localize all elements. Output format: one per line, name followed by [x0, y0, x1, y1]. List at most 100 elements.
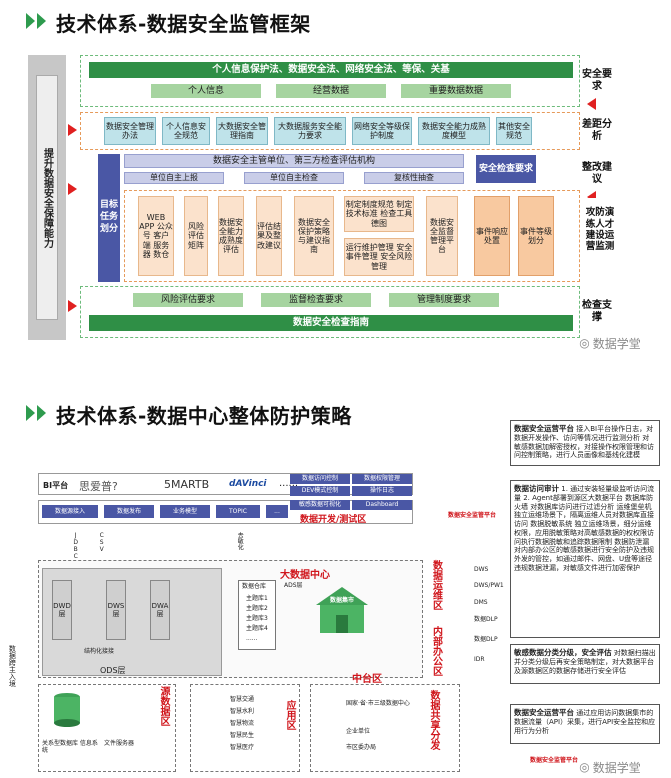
standards-tools: 制定制度规范 制定技术标准 检查工具德图 — [344, 196, 414, 232]
protection-strategy: 数据安全保护策略与建议指南 — [294, 196, 334, 276]
laws-banner: 个人信息保护法、数据安全法、网络安全法、等保、关基 — [89, 62, 573, 78]
supervision-platform: 数据安全监督管理平台 — [426, 196, 458, 276]
theme-more: ...... — [246, 635, 258, 642]
ops-management: 运行维护管理 安全事件管理 安全风险管理 — [344, 238, 414, 276]
check-self-report: 单位自主上报 — [124, 172, 224, 184]
dev-publish: 数据发布 — [104, 505, 154, 518]
share-zone-label: 数据共享分发 — [428, 690, 439, 750]
theme-4: 主题库4 — [246, 625, 268, 632]
middle-zone-label: 中台区 — [352, 674, 382, 685]
dev-zone-label: 数据开发/测试区 — [300, 515, 367, 525]
req-personal-info: 个人信息 — [151, 84, 261, 98]
share-bureau: 市区委办局 — [346, 744, 377, 751]
std-level-protection: 网络安全等级保护制度 — [352, 117, 412, 145]
watermark-top: ◎数据学堂 — [579, 336, 641, 351]
security-check-requirements: 安全检查要求 — [476, 155, 536, 183]
app-traffic: 智慧交通 — [230, 696, 255, 703]
datacenter-label: 大数据中心 — [280, 570, 330, 581]
tag-operation-log: 操作日志 — [352, 486, 412, 496]
bi-brand-2: 5MARTB — [164, 478, 210, 491]
target-task-division: 目标任务划分 — [98, 154, 120, 282]
tag-dev-mode: DEV模式控制 — [290, 486, 350, 496]
dev-topic: TOPIC — [216, 505, 260, 518]
risk-assessment-matrix: 风险评估矩阵 — [184, 196, 208, 276]
tag-access-control: 数据访问控制 — [290, 474, 350, 484]
note-classification: 敏感数据分类分级，安全评估 对数据扫描出并分类分级后再安全策略制定，对大数据平台… — [510, 644, 660, 684]
server-6: IDR — [474, 656, 485, 663]
std-others: 其他安全规范 — [496, 117, 532, 145]
std-bigdata-service: 大数据服务安全能力要求 — [274, 117, 346, 145]
tag-offense-defense: 攻防演练人才建设运营监测 — [582, 198, 618, 262]
layer-dwd: DWD层 — [52, 580, 72, 640]
platform-label-2: 数据安全监管平台 — [530, 757, 579, 764]
server-5: 数据DLP — [474, 636, 498, 643]
incident-grading: 事件等级划分 — [518, 196, 554, 276]
std-maturity-model: 数据安全能力成熟度模型 — [418, 117, 490, 145]
req-supervision: 监督检查要求 — [261, 293, 371, 307]
assessment-results: 评估结果及整改建议 — [256, 196, 282, 276]
note-ops-platform: 数据安全运营平台 接入BI平台操作日志，对数据开发操作、访问等情况进行监测分析 … — [510, 420, 660, 466]
std-personal-info: 个人信息安全规范 — [162, 117, 210, 145]
database-icon — [48, 690, 86, 730]
tag-security-requirements: 安全要求 — [582, 65, 612, 97]
incident-response: 事件响应处置 — [474, 196, 510, 276]
audit-organizations: 数据安全主管单位、第三方检查评估机构 — [124, 154, 464, 168]
chevron-right-icon — [26, 13, 35, 29]
std-data-security-mgmt: 数据安全管理办法 — [104, 117, 156, 145]
row-security-requirements: 个人信息保护法、数据安全法、网络安全法、等保、关基 个人信息 经营数据 重要数据… — [80, 55, 580, 107]
ads-label: ADS层 — [284, 582, 303, 589]
chevron-right-icon — [26, 405, 35, 421]
cross-border-label: 数据跨主入境 — [8, 645, 17, 687]
theme-2: 主题库2 — [246, 605, 268, 612]
note-api-monitor: 数据安全运营平台 通过应用访问数据集市的数据流量（API）采集，进行API安全监… — [510, 704, 660, 744]
tag-rectification: 整改建议 — [582, 158, 612, 190]
req-important-data: 重要数据数据 — [401, 84, 511, 98]
market-label: 数据集市 — [330, 597, 355, 604]
tag-sensitive-vis: 敏感数据可视化 — [290, 500, 350, 510]
bi-brand-4: ...... — [279, 478, 299, 489]
page-title-bottom: 技术体系-数据中心整体防护策略 — [56, 404, 352, 428]
tag-permission-mgmt: 数据权限管理 — [352, 474, 412, 484]
tag-dashboard: Dashboard — [352, 500, 412, 510]
req-management: 管理制度要求 — [389, 293, 499, 307]
server-3: DMS — [474, 599, 488, 606]
check-self-inspect: 单位自主检查 — [244, 172, 344, 184]
csv-label: CSV — [98, 532, 106, 553]
arrow-left-icon — [587, 98, 596, 110]
tag-gap-analysis: 差距分析 — [582, 115, 612, 147]
page-title-top: 技术体系-数据安全监管框架 — [56, 12, 311, 36]
arrow-right-icon — [68, 183, 77, 195]
platform-label-1: 数据安全监管平台 — [448, 512, 497, 519]
chevron-right-icon — [37, 405, 46, 421]
ops-zone-label: 数据运维区 — [430, 560, 442, 610]
warehouse-box — [238, 580, 276, 650]
theme-1: 主题库1 — [246, 595, 268, 602]
ods-layer: ODS层 — [100, 666, 126, 675]
tag-check-support: 检查支撑 — [582, 296, 612, 328]
source-db-label: 关系型数据库 信息系统 — [42, 740, 98, 755]
source-file-label: 文件服务器 — [104, 740, 135, 747]
app-logistics: 智慧物流 — [230, 720, 255, 727]
row-check-support: 风险评估要求 监督检查要求 管理制度要求 数据安全检查指南 — [80, 286, 580, 338]
app-livelihood: 智慧民生 — [230, 732, 255, 739]
capability-bar: 提升数据安全保障能力 — [28, 55, 66, 340]
bi-label: BI平台 — [43, 481, 69, 490]
application-zone — [190, 684, 300, 772]
check-guide-banner: 数据安全检查指南 — [89, 315, 573, 331]
arrow-left-icon — [587, 191, 596, 203]
app-zone-label: 应用区 — [284, 700, 295, 730]
data-market-icon — [310, 582, 374, 638]
bi-brand-3: dAVinci — [229, 479, 267, 489]
app-water: 智慧水利 — [230, 708, 255, 715]
struct-label: 结构化接接 — [84, 648, 115, 655]
bi-brand-1: 思爱普? — [79, 480, 118, 493]
internal-zone-label: 内部办公区 — [430, 626, 442, 676]
share-zone — [310, 684, 460, 772]
layer-dwa: DWA层 — [150, 580, 170, 640]
share-national: 国家·省·市三级数据中心 — [346, 700, 410, 707]
dev-business-model: 业务模型 — [160, 505, 210, 518]
server-2: DWS/PW1 — [474, 582, 504, 589]
dev-source-access: 数据源接入 — [42, 505, 98, 518]
note-access-audit: 数据访问审计 1. 通过安装轻量级监听访问流量 2. Agent部署到源区大数据… — [510, 480, 660, 638]
maturity-assessment: 数据安全能力成熟度评估 — [218, 196, 244, 276]
